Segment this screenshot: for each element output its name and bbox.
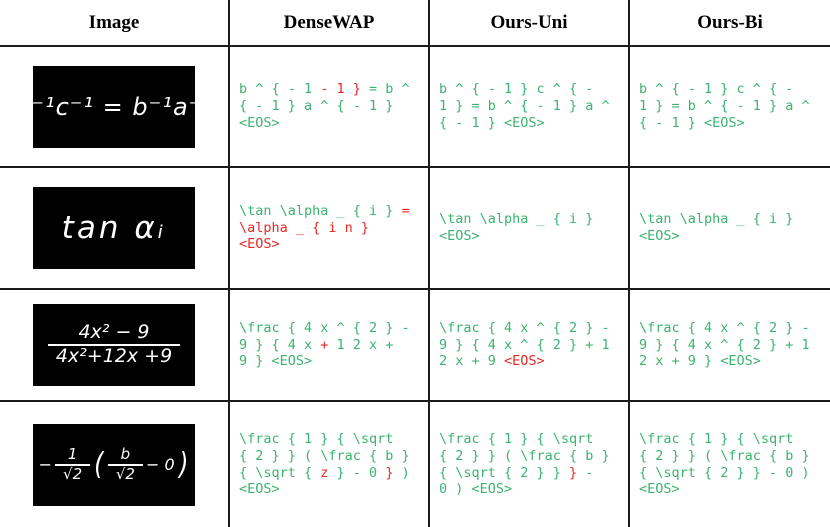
ours-bi-output-row-3: \frac { 4 x ^ { 2 } - 9 } { 4 x ^ { 2 } … [630, 290, 830, 402]
latex-token-error: = \alpha _ { i n } <EOS> [239, 202, 410, 253]
latex-token-correct: b ^ { - 1 [239, 81, 321, 98]
column-header-ours-uni-label: Ours-Uni [490, 11, 568, 33]
densewap-output-row-2: \tan \alpha _ { i } = \alpha _ { i n } <… [230, 168, 430, 290]
latex-token-correct: b ^ { - 1 } c ^ { - 1 } = b ^ { - 1 } a … [439, 81, 610, 131]
fraction-denominator: √2 [107, 463, 143, 483]
handwritten-formula-image-2: tan αᵢ [33, 187, 195, 269]
latex-token-error: + [320, 336, 329, 353]
densewap-output-row-1: b ^ { - 1 - 1 } = b ^ { - 1 } a ^ { - 1 … [230, 47, 430, 168]
handwritten-formula-image-1: b⁻¹c⁻¹ = b⁻¹a⁻¹ [15, 65, 212, 148]
fraction-denominator: √2 [55, 463, 91, 483]
latex-token-correct: \tan \alpha _ { i } <EOS> [639, 211, 794, 244]
latex-token-correct: \frac { 4 x ^ { 2 } - 9 } { 4 x [239, 319, 410, 353]
latex-token-error: <EOS> [504, 353, 545, 370]
latex-token-correct: \tan \alpha _ { i } <EOS> [439, 211, 594, 244]
column-header-image: Image [0, 0, 230, 47]
latex-token-correct: \frac { 1 } { \sqrt { 2 } } ( \frac { b … [439, 431, 610, 481]
fraction-numerator: b [120, 444, 131, 463]
handwriting-text: tan αᵢ [61, 210, 167, 246]
handwriting-fraction-2: b √2 [107, 444, 143, 483]
close-paren: ) [178, 447, 189, 482]
ours-uni-output-row-1: b ^ { - 1 } c ^ { - 1 } = b ^ { - 1 } a … [430, 47, 630, 168]
latex-token-correct: \tan \alpha _ { i } [239, 202, 402, 219]
table-row-4-image-cell: − 1 √2 ( b √2 − 0 ) [0, 402, 230, 527]
table-row-2-image-cell: tan αᵢ [0, 168, 230, 290]
column-header-ours-bi-label: Ours-Bi [697, 11, 763, 33]
column-header-ours-uni: Ours-Uni [430, 0, 630, 47]
minus-sign: − [38, 455, 53, 474]
ours-uni-output-row-3: \frac { 4 x ^ { 2 } - 9 } { 4 x ^ { 2 } … [430, 290, 630, 402]
column-header-densewap-label: DenseWAP [283, 11, 375, 33]
table-row-1-image-cell: b⁻¹c⁻¹ = b⁻¹a⁻¹ [0, 47, 230, 168]
latex-token-correct: ) <EOS> [239, 464, 410, 498]
latex-token-correct: \frac { 4 x ^ { 2 } - 9 } { 4 x ^ { 2 } … [639, 319, 810, 370]
open-paren: ( [94, 447, 104, 482]
ours-uni-output-row-4: \frac { 1 } { \sqrt { 2 } } ( \frac { b … [430, 402, 630, 527]
minus-zero: − 0 [145, 455, 175, 474]
column-header-image-label: Image [88, 11, 140, 33]
latex-token-correct: \frac { 1 } { \sqrt { 2 } } ( \frac { b … [639, 431, 810, 498]
column-header-densewap: DenseWAP [230, 0, 430, 47]
densewap-output-row-4: \frac { 1 } { \sqrt { 2 } } ( \frac { b … [230, 402, 430, 527]
handwritten-formula-image-3: 4x² − 9 4x²+12x +9 [33, 304, 195, 386]
handwriting-fraction: 4x² − 9 4x²+12x +9 [47, 321, 181, 367]
fraction-numerator: 4x² − 9 [78, 321, 150, 344]
ours-bi-output-row-4: \frac { 1 } { \sqrt { 2 } } ( \frac { b … [630, 402, 830, 527]
latex-token-error: - 1 } [320, 81, 361, 98]
handwritten-formula-image-4: − 1 √2 ( b √2 − 0 ) [33, 423, 195, 506]
latex-token-correct: } - 0 [328, 464, 386, 481]
latex-token-correct: - 0 ) <EOS> [439, 464, 594, 498]
ours-bi-output-row-2: \tan \alpha _ { i } <EOS> [630, 168, 830, 290]
ours-bi-output-row-1: b ^ { - 1 } c ^ { - 1 } = b ^ { - 1 } a … [630, 47, 830, 168]
fraction-denominator: 4x²+12x +9 [47, 344, 181, 367]
latex-token-correct: 1 2 x + 9 } <EOS> [239, 336, 394, 370]
column-header-ours-bi: Ours-Bi [630, 0, 830, 47]
latex-token-correct: = b ^ { - 1 } a ^ { - 1 } <EOS> [239, 81, 410, 131]
latex-token-error: z [320, 464, 329, 481]
fraction-numerator: 1 [67, 444, 78, 463]
latex-token-correct: \frac { 4 x ^ { 2 } - 9 } { 4 x ^ { 2 } … [439, 319, 610, 370]
handwriting-text: b⁻¹c⁻¹ = b⁻¹a⁻¹ [15, 92, 213, 121]
handwriting-fraction-1: 1 √2 [55, 444, 91, 483]
latex-token-correct: \frac { 1 } { \sqrt { 2 } } ( \frac { b … [239, 431, 410, 481]
latex-token-error: } [569, 464, 578, 481]
table-row-3-image-cell: 4x² − 9 4x²+12x +9 [0, 290, 230, 402]
densewap-output-row-3: \frac { 4 x ^ { 2 } - 9 } { 4 x + 1 2 x … [230, 290, 430, 402]
latex-token-correct: b ^ { - 1 } c ^ { - 1 } = b ^ { - 1 } a … [639, 81, 810, 131]
latex-token-error: } [385, 464, 394, 481]
ours-uni-output-row-2: \tan \alpha _ { i } <EOS> [430, 168, 630, 290]
